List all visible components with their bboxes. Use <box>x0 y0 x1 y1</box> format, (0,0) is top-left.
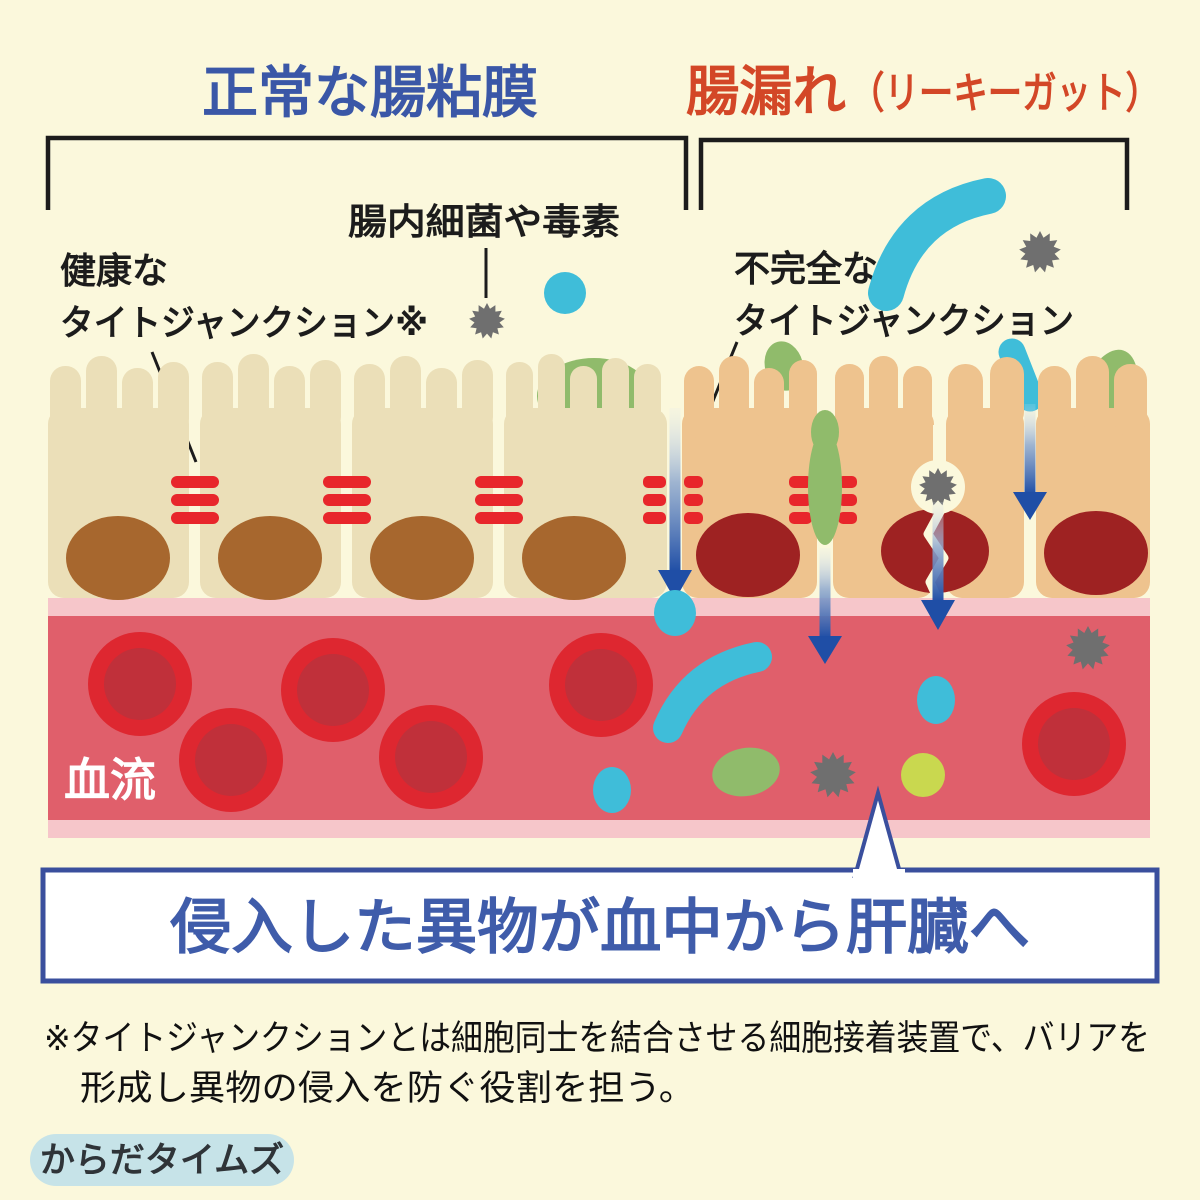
bloodstream-contaminants <box>593 590 1110 813</box>
bacteria-round-icon <box>544 272 586 314</box>
tight-junctions-broken <box>643 476 857 524</box>
bacteria-round-icon <box>917 676 955 724</box>
permeation-arrows <box>658 404 1047 664</box>
nuclei-normal <box>66 516 626 600</box>
permeation-arrow <box>1013 404 1047 520</box>
red-blood-cell <box>1022 692 1126 796</box>
label-bloodstream: 血流 <box>64 754 156 806</box>
red-blood-cell <box>281 638 385 742</box>
footnote-line-2: 形成し異物の侵入を防ぐ役割を担う。 <box>80 1069 695 1108</box>
toxin-penetrating-gap <box>911 425 965 514</box>
nuclei-leaky <box>696 509 1148 597</box>
badge-text: からだタイムズ <box>40 1140 284 1180</box>
tight-junction-intact <box>475 476 523 524</box>
cell-nucleus <box>696 513 800 597</box>
permeation-arrow <box>808 548 842 664</box>
bacteria-green-blob-icon <box>712 747 780 797</box>
toxin-icon <box>810 752 856 798</box>
bacteria-yellow-icon <box>901 753 945 797</box>
callout-tail-mask <box>853 869 905 881</box>
red-blood-cell <box>379 705 483 809</box>
brand-badge: からだタイムズ <box>30 1134 294 1186</box>
callout-box <box>40 867 1160 984</box>
bracket-leaky-section <box>698 137 1130 210</box>
toxin-icon <box>1066 626 1110 670</box>
toxin-icon <box>919 468 957 506</box>
badge-pill <box>30 1134 294 1186</box>
title-leaky-gut-paren: （リーキーガット） <box>850 70 1160 118</box>
red-blood-cell <box>549 633 653 737</box>
toxin-icon <box>469 303 505 339</box>
tight-junction-intact <box>323 476 371 524</box>
bacteria-rod-icon <box>653 642 772 743</box>
tight-junction-intact <box>171 476 219 524</box>
bacteria-round-icon <box>593 767 631 813</box>
callout: 侵入した異物が血中から肝臓へ <box>40 785 1160 984</box>
footnote-line-1: ※タイトジャンクションとは細胞同士を結合させる細胞接着装置で、バリアを <box>44 1019 1150 1058</box>
label-healthy-tj-2: タイトジャンクション※ <box>60 302 428 343</box>
bracket-normal-section <box>45 135 689 210</box>
callout-text: 侵入した異物が血中から肝臓へ <box>169 894 1030 961</box>
red-blood-cell <box>88 632 192 736</box>
bacteria-rod-icon <box>868 178 1006 311</box>
tight-junction-broken <box>643 476 703 524</box>
label-incomplete-tj-1: 不完全な <box>734 248 878 289</box>
red-blood-cell <box>179 708 283 812</box>
cell-nucleus <box>370 516 474 600</box>
toxin-icon <box>1019 231 1061 273</box>
title-normal-mucosa: 正常な腸粘膜 <box>202 61 538 124</box>
cell-nucleus <box>66 516 170 600</box>
tight-junction-broken <box>789 476 857 524</box>
cell-nucleus <box>1044 511 1148 595</box>
bacteria-droplet-icon <box>654 590 696 636</box>
label-incomplete-tj-2: タイトジャンクション <box>734 300 1074 341</box>
cell-nucleus <box>522 516 626 600</box>
label-gut-bacteria-toxins: 腸内細菌や毒素 <box>348 201 620 242</box>
title-leaky-gut: 腸漏れ <box>686 62 846 122</box>
permeation-arrow <box>658 408 692 600</box>
tight-junctions-intact <box>171 476 523 524</box>
cell-nucleus <box>218 516 322 600</box>
bacteria-squeezing-through <box>808 410 842 545</box>
label-healthy-tj-1: 健康な <box>60 250 168 291</box>
permeation-arrow <box>921 502 955 630</box>
